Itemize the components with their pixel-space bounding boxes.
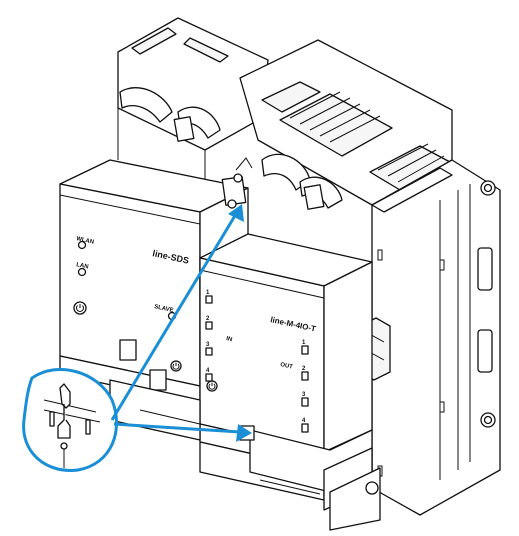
power-icon bbox=[170, 360, 182, 372]
output-terminals bbox=[301, 345, 309, 433]
label-lan: LAN bbox=[76, 262, 89, 270]
magnifier-callout bbox=[22, 368, 119, 472]
arrow-to-top-clip bbox=[110, 213, 238, 421]
output-number-1: 1 bbox=[302, 340, 306, 346]
arrowhead-bottom bbox=[236, 424, 252, 442]
lower-base bbox=[109, 379, 381, 531]
input-number-3: 3 bbox=[206, 342, 210, 348]
callout-outline bbox=[22, 368, 119, 472]
connector-clip-icon bbox=[221, 157, 253, 209]
label-slave: SLAVE bbox=[154, 304, 174, 314]
input-number-2: 2 bbox=[206, 316, 210, 322]
lan-led bbox=[77, 267, 87, 277]
label-wlan: WLAN bbox=[76, 236, 95, 246]
wlan-led bbox=[77, 240, 87, 250]
arrowhead-top bbox=[228, 204, 244, 222]
label-out: OUT bbox=[280, 362, 294, 371]
power-icon bbox=[73, 301, 87, 315]
arrow-to-bottom-clip bbox=[113, 422, 241, 434]
rear-terminal-block-left bbox=[117, 17, 269, 200]
power-icon bbox=[206, 380, 218, 392]
label-in: IN bbox=[226, 336, 233, 343]
rear-terminal-block-right bbox=[239, 39, 453, 210]
output-number-4: 4 bbox=[302, 418, 306, 424]
side-housing bbox=[359, 159, 501, 516]
terminal-screws-top bbox=[279, 91, 451, 191]
output-number-3: 3 bbox=[302, 392, 306, 398]
input-terminals bbox=[205, 295, 213, 382]
module-line-m-4io-t: 1 2 3 4 1 2 3 4 IN OUT line-M-4IO-T bbox=[199, 233, 373, 471]
input-number-1: 1 bbox=[206, 290, 210, 296]
callout-arrows bbox=[110, 204, 252, 442]
output-number-2: 2 bbox=[302, 366, 306, 372]
input-number-4: 4 bbox=[206, 368, 210, 374]
